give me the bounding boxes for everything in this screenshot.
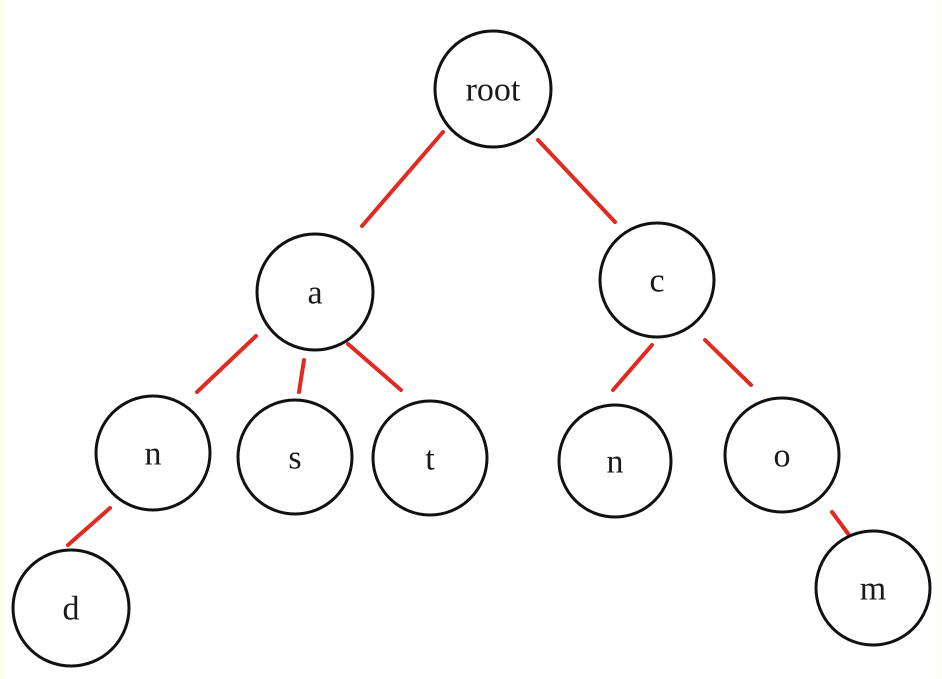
node-circle-o <box>723 396 841 514</box>
node-circle-c <box>598 221 716 339</box>
tree-edge-a-to-t <box>346 342 403 392</box>
tree-node-n2[interactable]: n <box>557 403 673 519</box>
tree-node-t[interactable]: t <box>371 399 489 517</box>
tree-edge-o-to-m <box>830 510 851 537</box>
tree-node-a[interactable]: a <box>255 232 375 352</box>
tree-node-m[interactable]: m <box>814 529 932 647</box>
tree-edge-c-to-n2 <box>611 343 654 392</box>
node-label-t: t <box>425 441 435 478</box>
node-circle-m <box>814 529 932 647</box>
tree-node-c[interactable]: c <box>598 221 716 339</box>
node-circle-n1 <box>94 394 212 512</box>
tree-edge-root-to-c <box>536 138 617 224</box>
node-label-n2: n <box>607 444 624 481</box>
tree-edge-root-to-a <box>360 130 445 228</box>
tree-node-d[interactable]: d <box>11 548 131 668</box>
tree-edge-a-to-n1 <box>195 334 258 394</box>
node-circle-n2 <box>557 403 673 519</box>
tree-edge-a-to-s <box>297 358 306 394</box>
tree-nodes-group: root a c n s t n o d m <box>11 29 932 668</box>
node-circle-t <box>371 399 489 517</box>
node-circle-s <box>236 398 354 516</box>
tree-node-s[interactable]: s <box>236 398 354 516</box>
node-label-d: d <box>63 591 80 628</box>
node-label-root: root <box>466 72 521 109</box>
tree-node-n1[interactable]: n <box>94 394 212 512</box>
node-label-o: o <box>774 438 791 475</box>
tree-edge-c-to-o <box>703 338 753 387</box>
node-label-n1: n <box>145 436 162 473</box>
node-label-c: c <box>649 263 664 300</box>
node-circle-d <box>11 548 131 668</box>
node-circle-root <box>433 29 553 149</box>
tree-node-root[interactable]: root <box>433 29 553 149</box>
tree-node-o[interactable]: o <box>723 396 841 514</box>
node-circle-a <box>255 232 375 352</box>
node-label-s: s <box>288 440 301 477</box>
tree-edges-group <box>66 130 851 547</box>
node-label-m: m <box>860 571 886 608</box>
node-label-a: a <box>307 275 322 312</box>
tree-edge-n1-to-d <box>66 506 112 547</box>
